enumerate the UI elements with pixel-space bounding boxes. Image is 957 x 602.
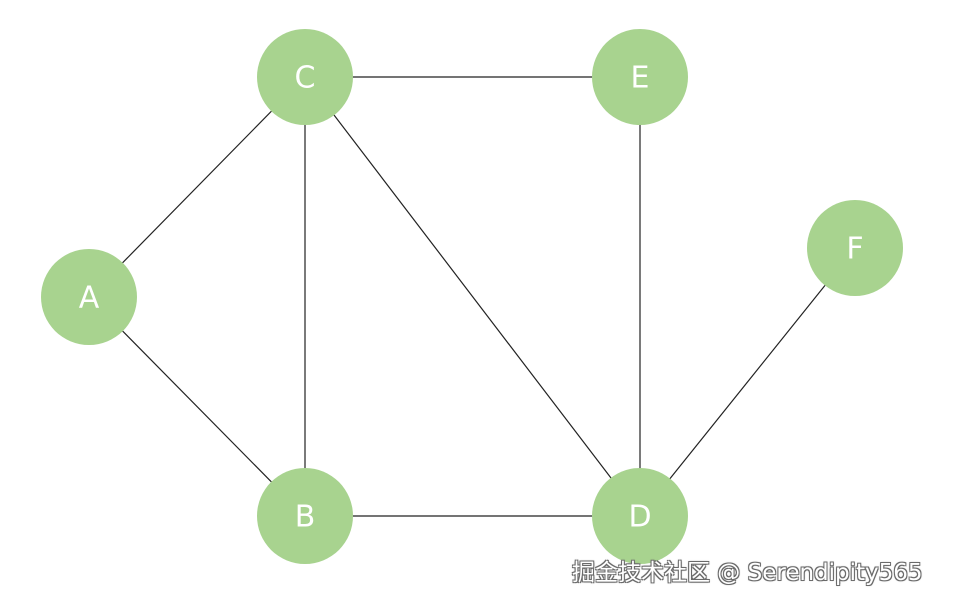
node-circle: [257, 468, 353, 564]
node-label: C: [295, 61, 316, 96]
node-a: A: [41, 249, 137, 345]
node-circle: [41, 249, 137, 345]
nodes-layer: A B C D E F: [41, 29, 903, 564]
edge-c-d: [304, 76, 641, 517]
node-label: A: [79, 281, 100, 316]
node-e: E: [592, 29, 688, 125]
watermark: 掘金技术社区 @ Serendipity565: [572, 560, 923, 586]
node-c: C: [257, 29, 353, 125]
edge-a-c: [88, 76, 306, 298]
node-circle: [807, 200, 903, 296]
node-circle: [592, 29, 688, 125]
node-label: D: [628, 500, 651, 535]
edges-layer: [88, 76, 856, 517]
edge-a-b: [88, 296, 306, 517]
node-d: D: [592, 468, 688, 564]
node-circle: [257, 29, 353, 125]
edge-f-d: [639, 247, 856, 517]
node-b: B: [257, 468, 353, 564]
node-label: B: [295, 500, 316, 535]
node-f: F: [807, 200, 903, 296]
node-circle: [592, 468, 688, 564]
node-label: F: [846, 232, 863, 267]
node-label: E: [631, 61, 650, 96]
